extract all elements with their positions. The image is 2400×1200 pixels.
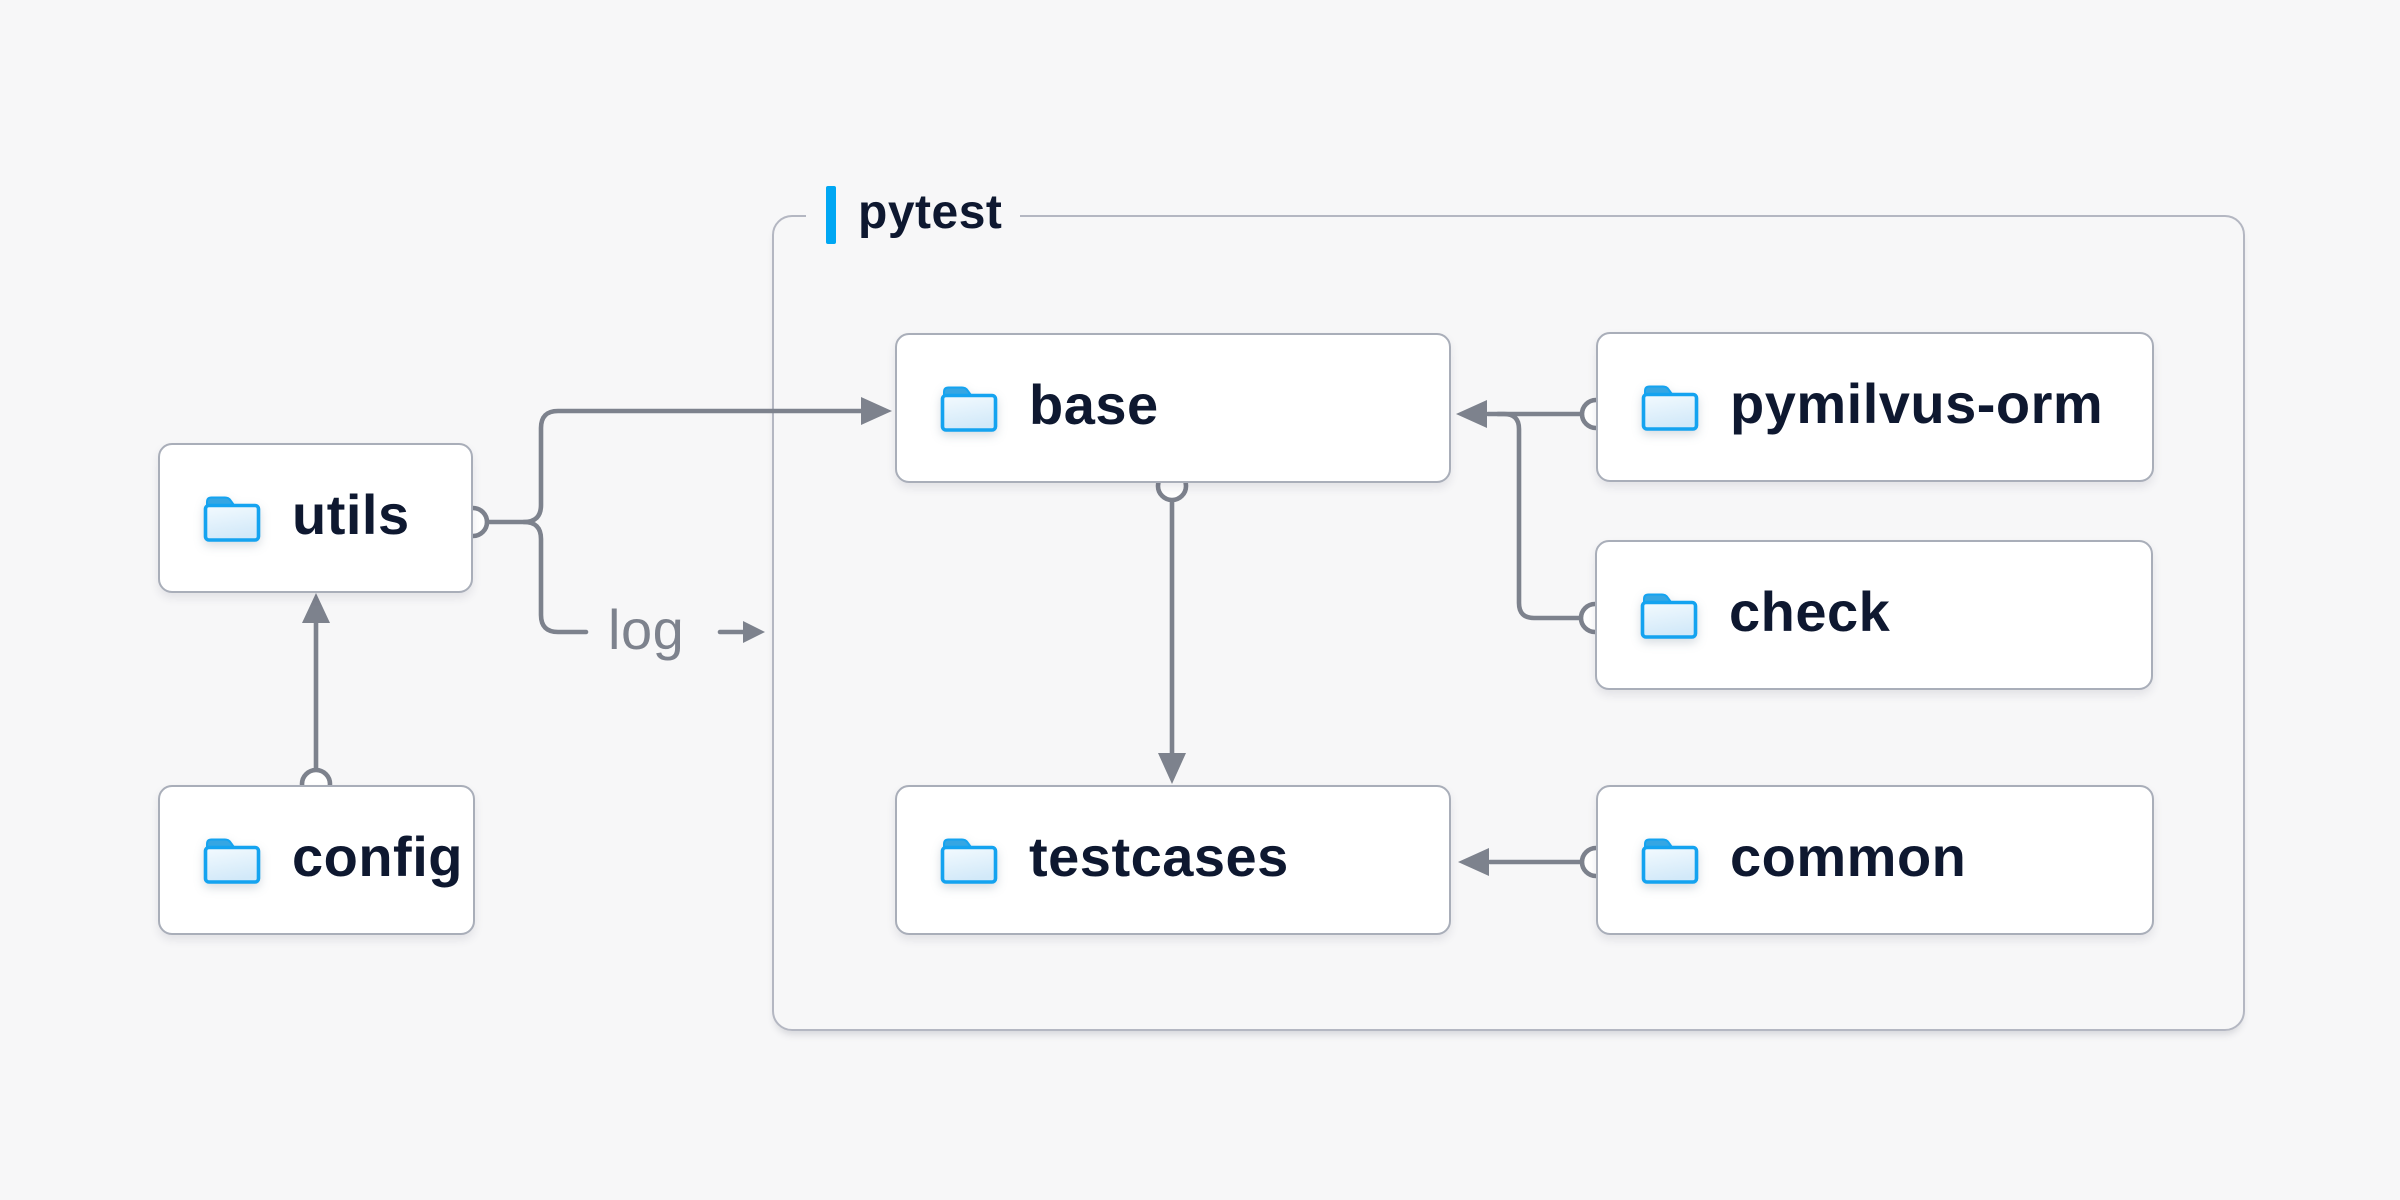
node-config: config	[158, 785, 475, 935]
node-pymilvus-orm: pymilvus-orm	[1596, 332, 2154, 482]
node-base: base	[895, 333, 1451, 483]
node-check: check	[1595, 540, 2153, 690]
log-edge-label: log	[608, 598, 685, 661]
pytest-group-box	[772, 215, 2245, 1031]
node-utils: utils	[158, 443, 473, 593]
node-label-testcases: testcases	[1029, 825, 1289, 888]
node-label-check: check	[1729, 580, 1891, 643]
node-label-base: base	[1029, 373, 1159, 436]
arrowhead-into-utils-bottom	[302, 593, 330, 623]
node-testcases: testcases	[895, 785, 1451, 935]
node-label-common: common	[1730, 825, 1967, 888]
folder-icon	[937, 834, 1001, 886]
arrowhead-log	[743, 621, 765, 643]
pytest-group-label: pytest	[806, 183, 1021, 247]
group-accent-bar	[826, 186, 836, 244]
node-common: common	[1596, 785, 2154, 935]
folder-icon	[937, 382, 1001, 434]
folder-icon	[1637, 589, 1701, 641]
group-label-text: pytest	[858, 186, 1003, 239]
folder-icon	[200, 492, 264, 544]
node-label-utils: utils	[292, 483, 410, 546]
folder-icon	[1638, 381, 1702, 433]
folder-icon	[1638, 834, 1702, 886]
node-label-pymilvus-orm: pymilvus-orm	[1730, 372, 2104, 435]
folder-icon	[200, 834, 264, 886]
edge-utils-log	[521, 519, 589, 635]
node-label-config: config	[292, 825, 463, 888]
